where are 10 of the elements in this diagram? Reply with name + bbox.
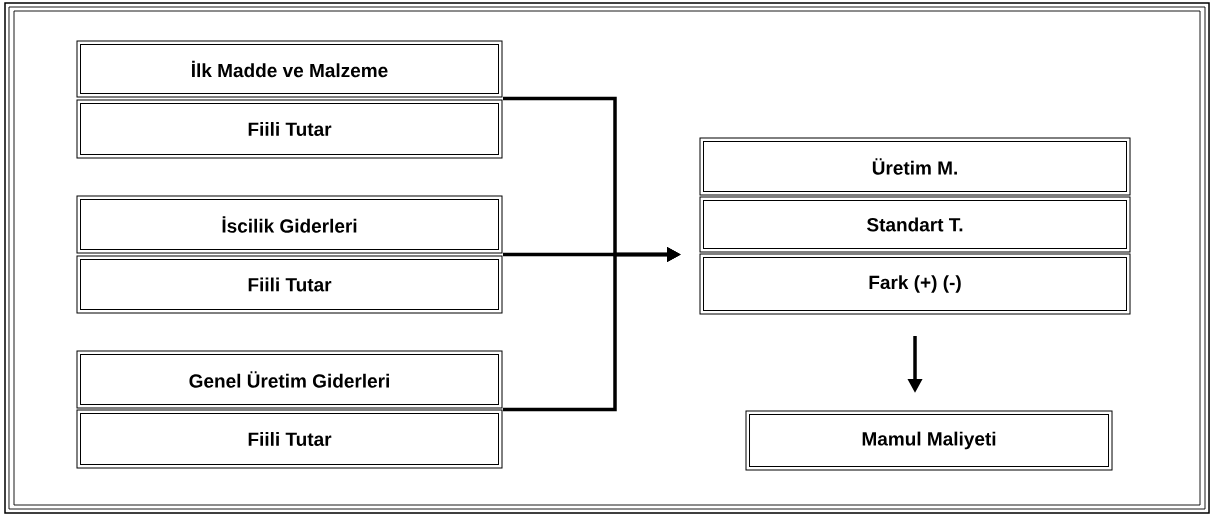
label-box: Fiili Tutar bbox=[76, 255, 503, 314]
label-box: Fiili Tutar bbox=[76, 99, 503, 159]
label-box: İscilik Giderleri bbox=[76, 195, 503, 254]
label-box: İlk Madde ve Malzeme bbox=[76, 40, 503, 98]
label-box: Standart T. bbox=[699, 196, 1131, 253]
label-box: Mamul Maliyeti bbox=[745, 410, 1113, 471]
label-box: Genel Üretim Giderleri bbox=[76, 350, 503, 409]
label-box: Üretim M. bbox=[699, 137, 1131, 196]
label-box: Fiili Tutar bbox=[76, 409, 503, 469]
label-box: Fark (+) (-) bbox=[699, 253, 1131, 315]
